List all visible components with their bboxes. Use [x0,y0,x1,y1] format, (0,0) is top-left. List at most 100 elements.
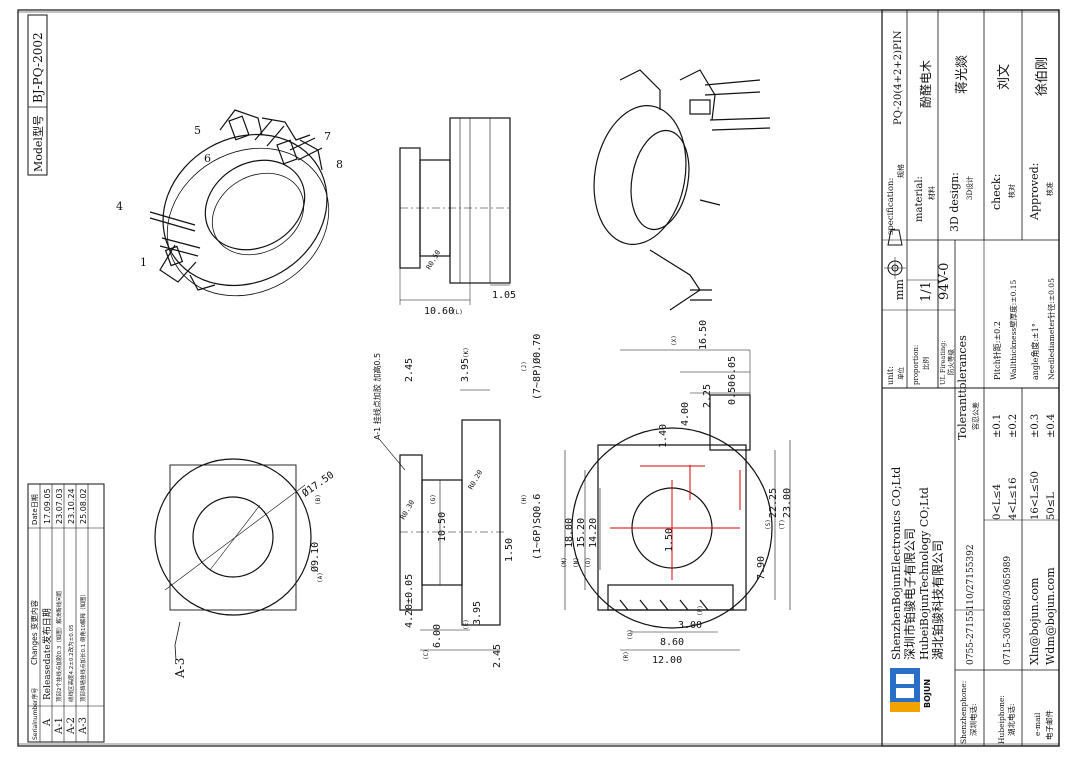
dim-h7: 1.50 [664,528,675,552]
change-row-2-sn: A-2 [66,717,77,735]
change-row-3-content: 顶部挡墙挂线点加长0.1 倒角10解释（如图） [79,591,87,702]
dim-r3: R0.20 [467,469,484,491]
dim-f8: 2.45 [492,644,503,668]
dim-r2: R0.30 [399,499,416,521]
dim-h14: 3.00 [678,620,702,631]
check-label-cn: 核对 [1007,184,1016,198]
change-row-0-content: Releasedate发布日期 [41,608,53,700]
tol-row-1-range: 4<L≤16 [1008,478,1019,521]
tol-needle: Needlediameter针径:±0.05 [1046,278,1056,380]
dim-h1-tag: (X) [671,335,678,346]
changes-header-sn: Serialnumber序号 [31,688,39,740]
model-box: Model型号 BJ-PQ-2002 [27,14,48,176]
spec-value: PQ-20(4+2+2)PIN [893,30,904,125]
email-2: Wdm@bojun.com [1044,567,1057,665]
tol-row-2-value: ±0.3 [1030,414,1041,438]
dim-h2: 6.05 [727,356,738,380]
pin-label-7: 7 [324,130,331,143]
dim-f5: 4.20±0.05 [404,574,415,628]
email-label: e-mail [1033,712,1042,736]
sz-phone-label: Shenzhenphone: [959,681,968,744]
check-label: check: [990,174,1003,210]
proportion-label: proportion: [912,345,920,385]
proportion-value: 1/1 [919,281,934,302]
dim-f7: 3.95 [472,601,483,625]
email-1: Xln@bojun.com [1028,577,1041,665]
pin-label-4: 4 [116,200,123,213]
bojun-logo: BOJUN [890,668,932,712]
material-label-cn: 材料 [927,186,936,200]
dim-h10: 14.20 [588,518,599,548]
proportion-label-cn: 比例 [921,357,930,370]
unit-value: mm [893,279,906,300]
dim-h10-tag: (O) [585,557,592,568]
tol-angle: angle角度:±1° [1030,323,1040,380]
dim-h9-tag: (N) [573,557,580,568]
design-label-cn: 3D设计 [965,176,974,200]
dim-d2-tag: (A) [317,572,324,583]
email-label-cn: 电子邮件 [1044,710,1054,740]
approved-label: Approved: [1028,163,1041,221]
title-block [881,9,1060,747]
dim-h12-tag: (T) [779,519,786,530]
dim-g2: (7~8P)Ø0.70 [531,334,543,400]
side-view-lower [379,389,505,651]
dim-h8: 18.00 [564,518,575,548]
tol-row-0-value: ±0.1 [992,414,1003,438]
bobbin-iso-view-1 [149,109,330,297]
projection-symbol [884,229,906,279]
dim-f1: 2.45 [404,358,415,382]
dim-h11-tag: (S) [765,519,772,530]
dim-h5: 4.00 [680,402,691,426]
bobbin-iso-view-2 [593,69,771,311]
model-label: Model型号 [31,115,45,172]
hb-phone-label: Hubeiphone: [997,695,1006,744]
center-marks [610,465,741,580]
dim-h15: 8.60 [660,637,684,648]
check-value: 刘文 [997,64,1012,90]
fire-label: UL Fireating: [939,340,947,385]
company2-cn: 湖北铂骏科技有限公司 [930,540,945,660]
company2-en: HubeiBojunTechnology CO;Ltd [918,487,931,660]
tolerance-title-cn: 容忍公差 [971,402,980,430]
company-en: ShenzhenBojunElectronics CO;Ltd [890,467,903,660]
approved-value: 徐伯刚 [1035,57,1050,96]
dim-d2: Ø9.10 [309,542,321,572]
dim-f3: 10.50 [437,512,448,542]
dim-h15-tag: (Q) [627,629,634,640]
hb-phone: 0715-3061868/3065989 [1003,556,1013,665]
dim-g1: (1~6P)SQ0.6 [532,494,543,560]
note-a3: A-3 [173,658,187,679]
top-view-round [154,458,312,661]
company-cn: 深圳市铂骏电子有限公司 [902,528,917,660]
change-row-2-content: 绕线区高度4.2±0.2改为±0.05 [67,624,75,702]
tol-pitch: Pitch针距:±0.2 [992,321,1002,380]
logo-text: BOJUN [923,679,932,708]
tol-row-0-range: 0<L≤4 [992,484,1003,520]
dim-f6-tag: (C) [423,649,430,660]
unit-label-cn: 单位 [896,367,905,381]
sz-phone-label-cn: 深圳电话: [968,703,978,736]
tol-row-2-range: 16<L≤50 [1030,471,1041,520]
dim-f4: 1.50 [504,538,515,562]
dim-f7-tag: (E) [463,619,470,630]
dim-h13: 7.90 [756,556,767,580]
fire-label-cn: 防火等级 [946,349,955,376]
dim-h3: 0.50 [727,381,738,405]
dim-f6: 6.00 [432,624,443,648]
dim-h11: 22.25 [768,488,779,518]
dim-h4: 2.25 [702,384,713,408]
change-row-2-date: 23.10.24 [67,488,76,524]
tol-wall: Wallthickness壁厚度:±0.15 [1008,279,1018,380]
change-row-1-sn: A-1 [54,717,65,735]
change-row-1-date: 23.07.03 [55,488,64,524]
sz-phone: 0755-27155110/27155392 [966,544,976,665]
change-row-0-date: 17.09.05 [43,488,52,524]
spec-label-cn: 规格 [896,164,905,178]
approved-label-cn: 核准 [1045,182,1054,196]
model-value: BJ-PQ-2002 [31,32,45,103]
dim-d1-tag: (B) [315,494,322,505]
dim-h14-tag: (P) [697,605,704,616]
